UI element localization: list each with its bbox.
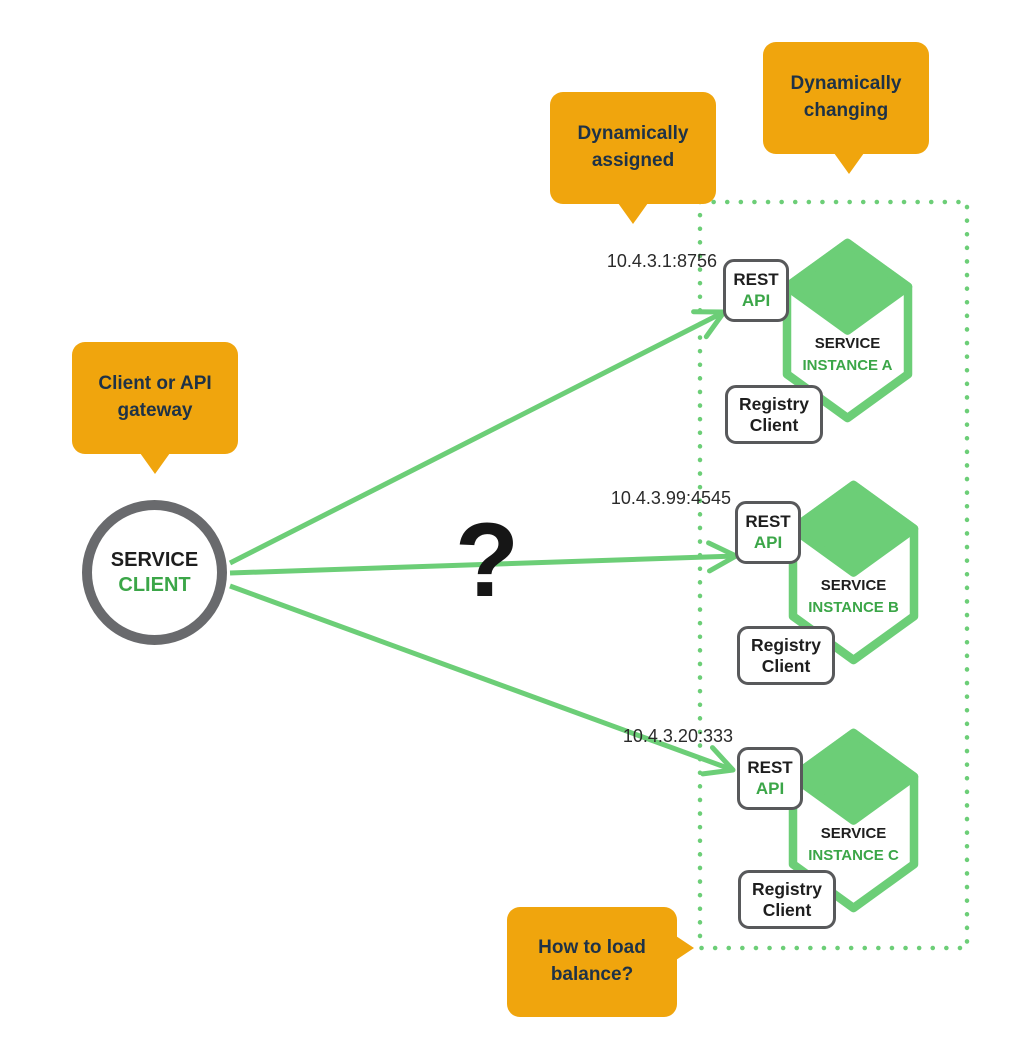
service-instance-c-label: SERVICE INSTANCE C — [793, 823, 914, 867]
callout-tail-down-icon — [618, 203, 648, 224]
service-client-node: SERVICE CLIENT — [82, 500, 227, 645]
ip-label-instance-a: 10.4.3.1:8756 — [606, 251, 717, 271]
callout-client-or-api-gateway: Client or API gateway — [72, 342, 238, 474]
service-pool-dotted-border — [697, 199, 970, 951]
rest-label: REST — [747, 758, 793, 778]
hexagon-instance-b — [788, 480, 919, 665]
callout-how-to-load-balance: How to load balance? — [507, 907, 694, 1017]
client-word: Client — [749, 414, 799, 435]
api-label: API — [741, 290, 771, 310]
registry-word: Registry — [750, 634, 822, 655]
service-word: SERVICE — [814, 335, 881, 352]
registry-word: Registry — [751, 878, 823, 899]
arrow-to-instance-b — [229, 540, 739, 576]
arrow-to-instance-a — [228, 309, 727, 566]
registry-word: Registry — [738, 393, 810, 414]
registry-client-box-instance-b: Registry Client — [737, 626, 835, 685]
hexagon-instance-a — [782, 238, 913, 423]
instance-word: INSTANCE B — [808, 598, 899, 616]
question-mark: ? — [454, 502, 520, 619]
callout-dynamically-changing: Dynamically changing — [763, 42, 929, 174]
ip-label-instance-c: 10.4.3.20:333 — [622, 726, 733, 746]
service-client-line1: SERVICE — [110, 548, 199, 571]
callout-tail-down-icon — [834, 153, 864, 174]
callout-client-or-api-gateway-label: Client or API gateway — [98, 373, 212, 421]
rest-api-box-instance-a: REST API — [723, 259, 789, 322]
callout-tail-down-icon — [140, 453, 170, 474]
service-instance-a-label: SERVICE INSTANCE A — [787, 333, 908, 377]
service-word: SERVICE — [820, 577, 887, 594]
rest-api-box-instance-b: REST API — [735, 501, 801, 564]
api-label: API — [755, 778, 785, 798]
service-word: SERVICE — [820, 825, 887, 842]
service-client-line2: CLIENT — [118, 573, 191, 596]
rest-label: REST — [745, 512, 791, 532]
callout-how-to-load-balance-label: How to load balance? — [538, 937, 646, 985]
ip-label-instance-b: 10.4.3.99:4545 — [610, 488, 731, 508]
instance-word: INSTANCE C — [808, 846, 899, 864]
client-word: Client — [761, 655, 811, 676]
callout-tail-right-icon — [676, 936, 694, 960]
callout-dynamically-assigned: Dynamically assigned — [550, 92, 716, 224]
callout-dynamically-assigned-label: Dynamically assigned — [577, 123, 689, 171]
registry-client-box-instance-c: Registry Client — [738, 870, 836, 929]
client-word: Client — [762, 899, 812, 920]
rest-api-box-instance-c: REST API — [737, 747, 803, 810]
api-label: API — [753, 532, 783, 552]
service-instance-b-label: SERVICE INSTANCE B — [793, 575, 914, 619]
instance-word: INSTANCE A — [802, 356, 893, 374]
registry-client-box-instance-a: Registry Client — [725, 385, 823, 444]
callout-dynamically-changing-label: Dynamically changing — [790, 73, 902, 121]
rest-label: REST — [733, 270, 779, 290]
arrow-to-instance-c — [229, 583, 736, 777]
